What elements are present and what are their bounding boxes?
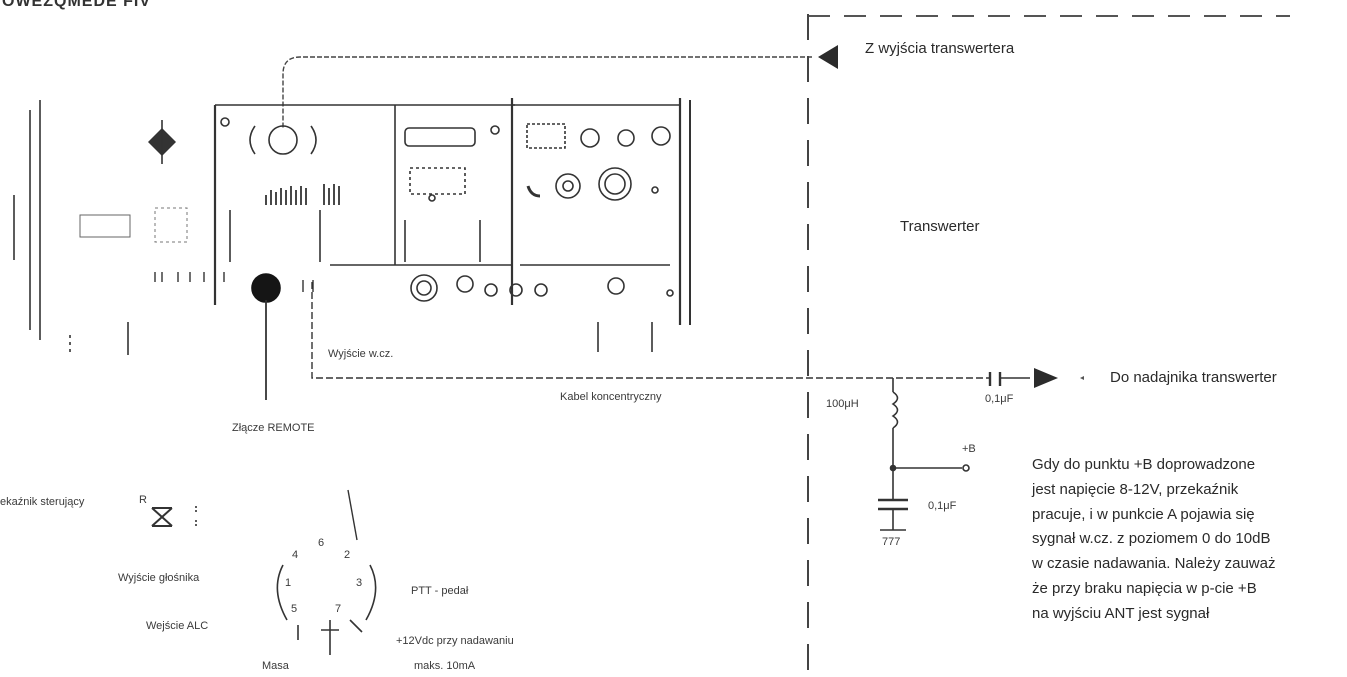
transverter-output-line	[283, 57, 812, 128]
label-remote-connector: Złącze REMOTE	[232, 422, 315, 434]
ground-symbol: 777	[882, 536, 900, 548]
label-series-capacitor: 0,1μF	[985, 393, 1013, 405]
output-arrow-icon	[1034, 368, 1058, 388]
label-control-relay: ekaźnik sterujący	[0, 496, 84, 508]
description-line: jest napięcie 8-12V, przekaźnik	[1032, 478, 1332, 503]
label-ptt: PTT - pedał	[411, 585, 468, 597]
din-pin: 4	[292, 549, 298, 561]
description-line: w czasie nadawania. Należy zauważ	[1032, 552, 1332, 577]
label-transverter: Transwerter	[900, 218, 979, 235]
remote-connector-jack	[252, 274, 280, 302]
din-pin: 7	[335, 603, 341, 615]
description-line: na wyjściu ANT jest sygnał	[1032, 602, 1332, 627]
label-rf-output: Wyjście w.cz.	[328, 348, 393, 360]
din-pin: 1	[285, 577, 291, 589]
label-12v-tx: +12Vdc przy nadawaniu	[396, 635, 514, 647]
inductor-100uh	[893, 392, 898, 428]
label-to-transmitter: Do nadajnika transwerter	[1110, 369, 1277, 386]
label-alc-input: Wejście ALC	[146, 620, 208, 632]
description-line: Gdy do punktu +B doprowadzone	[1032, 453, 1332, 478]
din-pin: 5	[291, 603, 297, 615]
label-from-transverter: Z wyjścia transwertera	[865, 40, 1014, 57]
label-ground: Masa	[262, 660, 289, 672]
label-shunt-capacitor: 0,1μF	[928, 500, 956, 512]
description-line: sygnał w.cz. z poziomem 0 do 10dB	[1032, 527, 1332, 552]
label-speaker-output: Wyjście głośnika	[118, 572, 199, 584]
label-inductor: 100μH	[826, 398, 859, 410]
top-heading-fragment: OWEZQMEDE FIV	[2, 0, 151, 11]
label-plus-b: +B	[962, 443, 976, 455]
label-max-current: maks. 10mA	[414, 660, 475, 672]
din-pin: 6	[318, 537, 324, 549]
description-line: pracuje, i w punkcie A pojawia się	[1032, 503, 1332, 528]
din-pin: 2	[344, 549, 350, 561]
label-coax-cable: Kabel koncentryczny	[560, 391, 662, 403]
input-arrow-icon	[818, 45, 838, 69]
label-relay-r: R	[139, 494, 147, 506]
plus-b-terminal	[963, 465, 969, 471]
din-pin: 3	[356, 577, 362, 589]
description-line: że przy braku napięcia w p-cie +B	[1032, 577, 1332, 602]
description-paragraph: Gdy do punktu +B doprowadzone jest napię…	[1032, 453, 1332, 627]
din-socket-outline	[277, 565, 287, 620]
control-relay-symbol	[152, 508, 172, 526]
